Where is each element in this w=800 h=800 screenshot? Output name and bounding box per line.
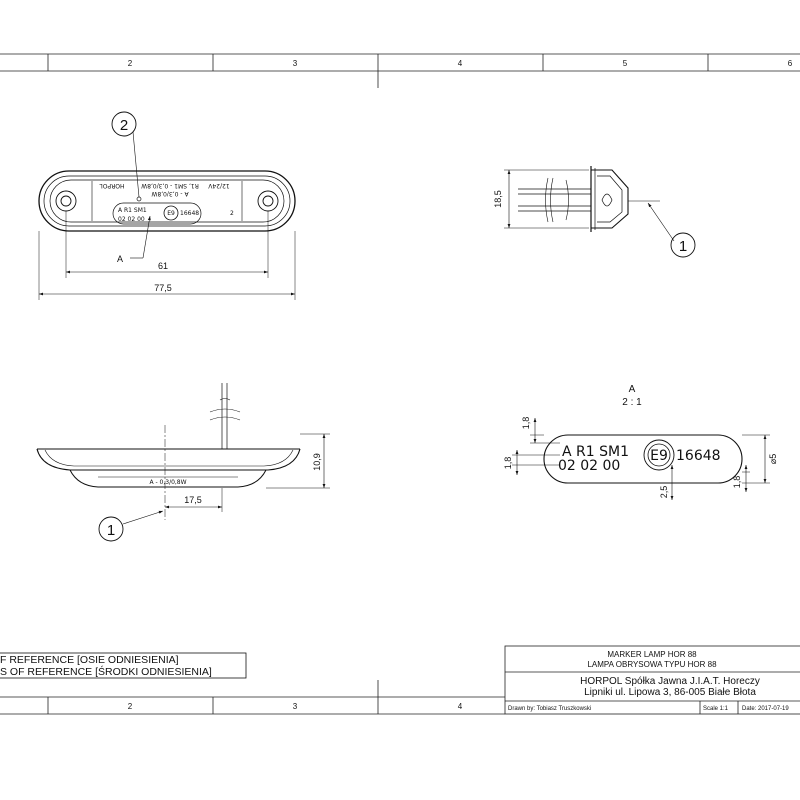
balloon-1-profile-label: 1 — [107, 522, 115, 539]
profile-view — [36, 383, 330, 525]
detail-scale: 2 : 1 — [622, 397, 642, 408]
dimension-17-5: 17,5 — [184, 495, 202, 505]
zone-label-bottom: 2 — [128, 702, 133, 711]
title-polish: LAMPA OBRYSOWA TYPU HOR 88 — [587, 660, 717, 669]
view-ref-a: A — [117, 254, 123, 264]
balloon-1 — [670, 232, 696, 258]
marking-approval: 16648 — [180, 210, 199, 217]
drawn-by: Drawn by: Tobiasz Truszkowski — [508, 706, 591, 712]
detail-marking-approval: 16648 — [676, 448, 721, 464]
dimension-2-5: 2,5 — [659, 486, 669, 499]
legend-line-1: F REFERENCE [OSIE ODNIESIENIA] — [0, 654, 179, 666]
zone-label-top: 4 — [458, 59, 463, 68]
detail-label: A — [629, 384, 636, 395]
balloon-2-label: 2 — [120, 117, 128, 134]
marking-emark: E9 — [167, 210, 175, 217]
dimension-77-5: 77,5 — [154, 283, 172, 293]
date-field: Date: 2017-07-19 — [742, 706, 789, 712]
marking-rating-2: A - 0,3/0,8W — [151, 190, 188, 197]
marking-line1: A R1 SM1 — [118, 207, 147, 214]
top-zone-ruler — [0, 53, 800, 88]
detail-marking-line1: A R1 SM1 — [562, 444, 629, 460]
detail-a-view — [512, 418, 770, 500]
profile-marking: A - 0,3/0,8W — [149, 479, 186, 486]
bottom-zone-ruler — [0, 680, 505, 715]
scale-field: Scale 1:1 — [703, 706, 729, 712]
dimension-18-5: 18,5 — [493, 190, 503, 208]
marking-line2: 02 02 00 — [118, 216, 145, 223]
legend-box — [0, 652, 247, 679]
balloon-1-profile — [98, 516, 124, 542]
zone-label-bottom: 3 — [293, 702, 298, 711]
zone-label-top: 2 — [128, 59, 133, 68]
dimension-10-9: 10,9 — [312, 453, 322, 471]
title-block — [504, 645, 800, 715]
front-view — [38, 131, 296, 300]
detail-marking-line2: 02 02 00 — [558, 458, 620, 474]
detail-marking-emark: E9 — [650, 448, 668, 464]
balloon-1-label: 1 — [679, 238, 687, 255]
zone-label-top: 5 — [623, 59, 628, 68]
dimension-61: 61 — [158, 261, 168, 271]
zone-label-top: 3 — [293, 59, 298, 68]
zone-label-top: 6 — [788, 59, 793, 68]
balloon-2 — [111, 111, 137, 137]
dimension-1-8-left: 1,8 — [503, 457, 513, 470]
dimension-diameter-5: ⌀5 — [768, 454, 778, 464]
dimension-1-8-top: 1,8 — [521, 417, 531, 430]
marking-rating: R1, SM1 - 0,3/0,8W — [141, 182, 199, 189]
legend-line-2: S OF REFERENCE [ŚRODKI ODNIESIENIA] — [0, 665, 212, 678]
dimension-1-8-right: 1,8 — [732, 476, 742, 489]
company-address: Lipniki ul. Lipowa 3, 86-005 Białe Błota — [584, 687, 756, 698]
company-name: HORPOL Spółka Jawna J.I.A.T. Horeczy — [580, 676, 760, 687]
marking-side: 2 — [230, 210, 234, 217]
marking-voltage: 12/24V — [207, 182, 229, 189]
side-view — [504, 166, 675, 242]
title-english: MARKER LAMP HOR 88 — [607, 650, 697, 659]
zone-label-bottom: 4 — [458, 702, 463, 711]
marking-brand: HORPOL — [99, 182, 125, 189]
